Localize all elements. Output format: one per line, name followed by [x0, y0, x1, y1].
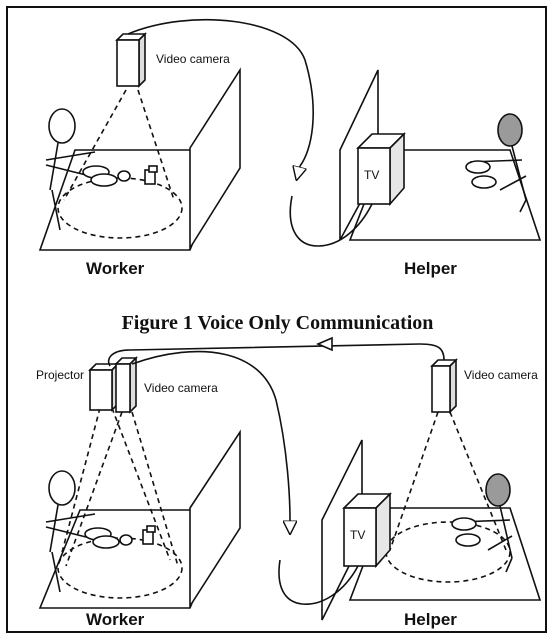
projector-device	[88, 362, 120, 412]
helper-tv	[356, 132, 406, 207]
figure-caption: Figure 1 Voice Only Communication	[121, 312, 434, 334]
worker-camera-area-2	[57, 537, 183, 599]
worker-camera-area	[57, 177, 183, 239]
worker-video-camera	[115, 32, 147, 88]
bottom-helper-label: Helper	[404, 610, 457, 629]
worker-back-panel-2	[189, 429, 241, 609]
helper-video-camera	[430, 358, 458, 414]
projector-label: Projector	[36, 368, 85, 382]
helper-person-2	[457, 473, 513, 573]
return-video-cable	[107, 343, 445, 367]
bottom-camera-label: Video camera	[144, 381, 218, 395]
bottom-panel-diagram	[38, 336, 542, 621]
helper-person	[469, 113, 527, 213]
bottom-worker-label: Worker	[86, 610, 145, 629]
bottom-tv-label: TV	[350, 528, 366, 542]
top-panel-diagram	[38, 19, 542, 251]
helper-tv-2	[342, 492, 392, 569]
top-tv-label: TV	[364, 168, 380, 182]
remote-camera-label: Video camera	[464, 368, 538, 382]
worker-person-2	[45, 470, 96, 593]
top-helper-label: Helper	[404, 259, 457, 278]
helper-table-top-2	[348, 507, 542, 601]
worker-video-camera-2	[114, 356, 138, 414]
figure-frame	[6, 6, 547, 633]
top-camera-label: Video camera	[156, 52, 230, 66]
top-tv-cable	[289, 195, 373, 247]
bottom-tv-cable	[278, 559, 359, 605]
worker-person	[45, 108, 96, 231]
worker-back-panel	[189, 67, 241, 251]
top-video-cable	[127, 19, 314, 167]
top-worker-label: Worker	[86, 259, 145, 278]
forward-video-cable	[131, 350, 291, 521]
